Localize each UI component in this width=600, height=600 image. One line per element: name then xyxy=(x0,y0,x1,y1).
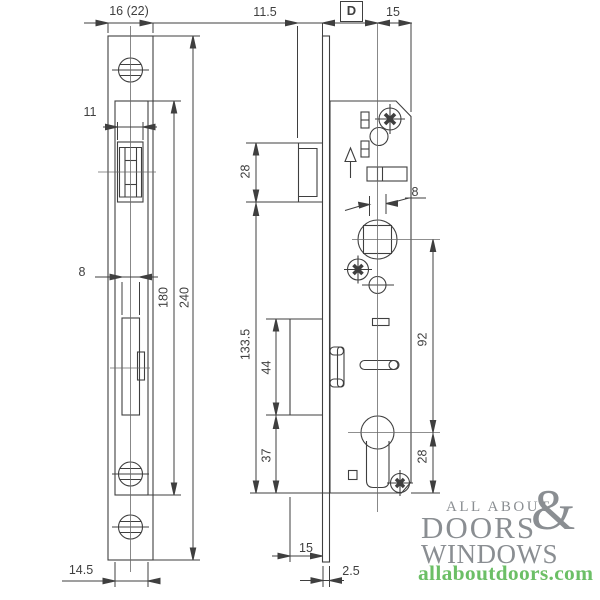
watermark-doors: DOORS xyxy=(421,510,537,545)
watermark-all-about: ALL ABOUT xyxy=(446,499,552,515)
side-view xyxy=(289,35,413,563)
case-slot-long xyxy=(359,359,400,371)
dim-label-total-height: 240 xyxy=(177,287,192,308)
dim-label-inner-height: 180 xyxy=(156,287,171,308)
snib-latch xyxy=(329,346,345,388)
orientation-arrow-icon xyxy=(344,146,357,178)
watermark-site-url: allaboutdoors.com xyxy=(418,561,594,585)
case-square-small xyxy=(347,469,358,481)
case-detail-rects xyxy=(360,111,370,158)
dim-label-centers: 92 xyxy=(415,332,430,347)
deadbolt-opening xyxy=(121,317,146,416)
case-screw-top xyxy=(375,104,405,134)
faceplate-inner xyxy=(114,100,149,496)
case-hole-upper xyxy=(369,126,389,147)
deadbolt-side xyxy=(289,318,323,416)
dim-label-behind-center: 15 xyxy=(386,5,400,19)
dim-label-front-width: 16 (22) xyxy=(109,4,149,18)
case-screw-middle xyxy=(344,255,372,284)
front-centerlines xyxy=(98,26,156,572)
lock-case xyxy=(329,100,412,494)
latch-bolt-side xyxy=(297,142,323,203)
dimension-lines xyxy=(62,19,440,587)
case-hole-lower xyxy=(362,275,394,295)
dim-label-lower-height: 133.5 xyxy=(238,328,253,361)
case-slot-small xyxy=(371,317,390,327)
dim-label-bolt-slot-width: 8 xyxy=(78,265,86,279)
dim-label-plate-thickness: 2.5 xyxy=(342,564,360,578)
dim-label-cyl-bottom: 28 xyxy=(415,449,430,464)
dim-label-spindle-square: 8 xyxy=(411,185,419,199)
follower-bar xyxy=(366,166,408,182)
dim-label-latch-slot-width: 11 xyxy=(83,105,97,119)
dim-label-backset: D xyxy=(340,1,363,22)
dim-label-bolt-throw: 15 xyxy=(299,541,313,555)
side-centerlines xyxy=(348,23,440,512)
case-screw-bottom xyxy=(387,470,413,496)
dim-label-latch-projection: 11.5 xyxy=(253,5,277,19)
faceplate-edge xyxy=(321,35,331,563)
dim-label-below-bolt: 37 xyxy=(259,448,274,463)
dim-label-bolt-height: 44 xyxy=(259,360,274,375)
watermark-ampersand: & xyxy=(531,479,576,542)
watermark-windows: WINDOWS xyxy=(421,539,558,569)
dim-label-inner-width: 14.5 xyxy=(68,563,94,577)
dim-label-latch-height: 28 xyxy=(238,164,253,179)
